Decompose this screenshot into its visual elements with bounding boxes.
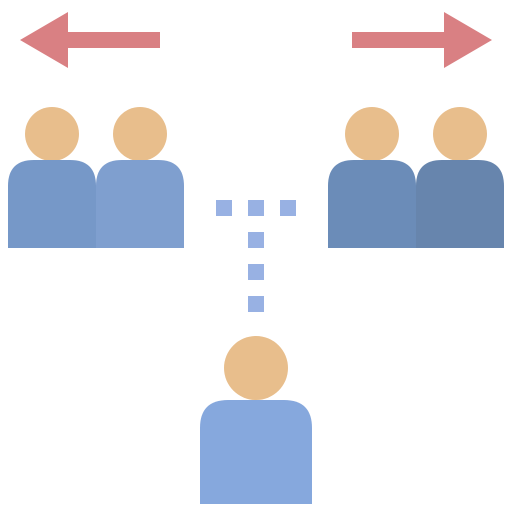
left-person-2-head [113,107,167,161]
right-person-1-head [345,107,399,161]
connector-dot [216,200,232,216]
left-person-2-body [96,160,184,248]
dotted-connector-icon [216,200,296,312]
right-arrow-icon [352,12,492,68]
right-person-1-body [328,160,416,248]
center-person-icon [200,336,312,504]
left-group-icon [8,107,184,248]
connector-dot [280,200,296,216]
connector-dot [248,264,264,280]
connector-dot [248,232,264,248]
center-person-head [224,336,288,400]
connector-dot [248,296,264,312]
right-arrow-head [352,12,492,68]
left-person-1-head [25,107,79,161]
left-arrow-head [20,12,160,68]
right-group-icon [328,107,504,248]
left-arrow-icon [20,12,160,68]
connector-dot [248,200,264,216]
center-person-body [200,400,312,504]
left-person-1-body [8,160,96,248]
right-person-2-body [416,160,504,248]
right-person-2-head [433,107,487,161]
